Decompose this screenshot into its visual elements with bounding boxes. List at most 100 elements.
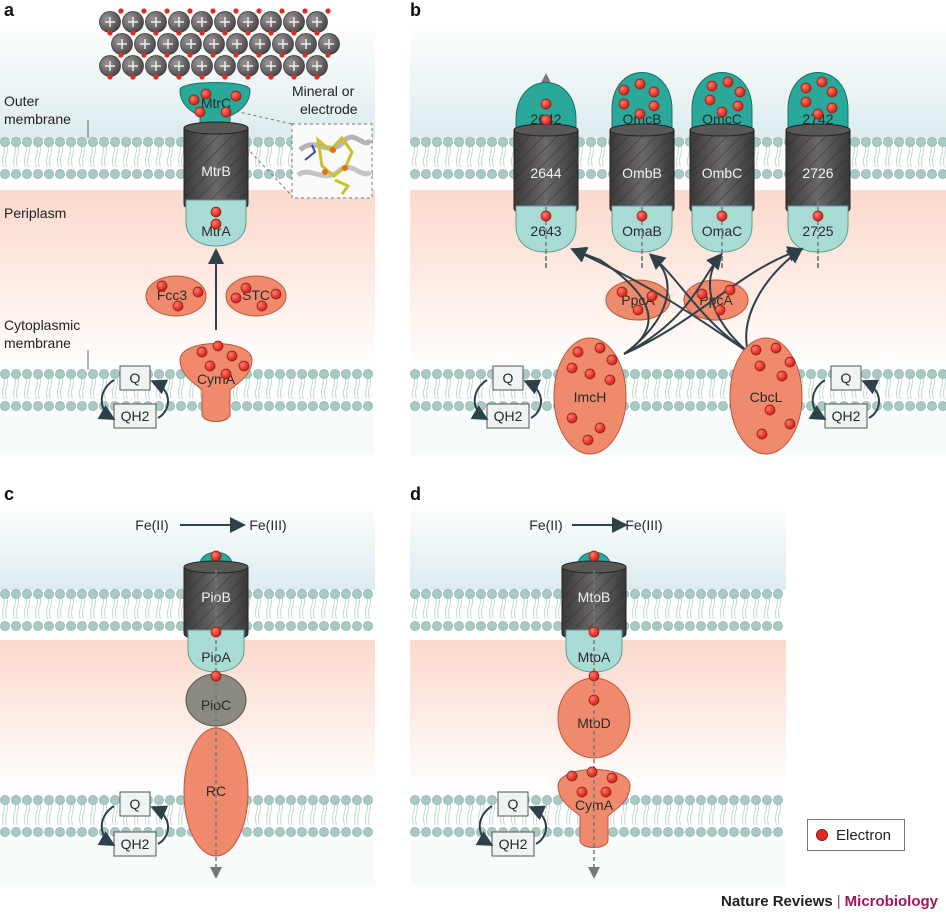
- outer-cytochrome-label: OmcC: [702, 111, 742, 127]
- fe2-label-d: Fe(II): [529, 517, 562, 533]
- electron: [220, 368, 232, 380]
- porin-label: OmbC: [702, 165, 742, 181]
- electron: [716, 106, 728, 118]
- fe2-label-c: Fe(II): [135, 517, 168, 533]
- electron: [588, 626, 600, 638]
- electron: [226, 350, 238, 362]
- panel-d: Fe(II) Fe(III) MtoB MtoA MtoD CymA Q QH2: [475, 517, 663, 879]
- electron: [586, 766, 598, 778]
- quinone-label-b: Q: [841, 370, 852, 386]
- electron: [172, 300, 184, 312]
- lipid-bilayer: [0, 589, 373, 631]
- electron: [576, 786, 588, 798]
- electron: [606, 772, 618, 784]
- electron: [540, 98, 552, 110]
- periplasm-label: Periplasm: [4, 205, 66, 221]
- panel-label-d: d: [410, 484, 421, 504]
- mtra-label: MtrA: [201, 223, 231, 239]
- quinol-label-c: QH2: [121, 836, 150, 852]
- electron: [230, 90, 242, 102]
- electron: [648, 86, 660, 98]
- journal-name: Nature Reviews: [721, 893, 833, 910]
- electron: [784, 418, 796, 430]
- mtod-label: MtoD: [577, 715, 610, 731]
- electron: [588, 550, 600, 562]
- mtrc-label: MtrC: [201, 95, 231, 111]
- quinone-box: [119, 365, 151, 391]
- panel-label-c: c: [4, 484, 14, 504]
- electron: [754, 360, 766, 372]
- electron: [616, 286, 628, 298]
- electron: [566, 362, 578, 374]
- porin-label: 2726: [802, 165, 833, 181]
- electron: [732, 100, 744, 112]
- mtrc-structure-inset: [291, 123, 373, 199]
- electron: [582, 434, 594, 446]
- electron: [600, 786, 612, 798]
- electron: [722, 76, 734, 88]
- quinol-box-c: [113, 831, 157, 857]
- electron: [238, 360, 250, 372]
- electron: [770, 342, 782, 354]
- electron: [734, 86, 746, 98]
- quinone-label: Q: [130, 370, 141, 386]
- quinone-label-b: Q: [503, 370, 514, 386]
- electron: [270, 288, 282, 300]
- electron: [188, 94, 200, 106]
- cyma-protein: [179, 343, 253, 422]
- mtob-label: MtoB: [578, 589, 611, 605]
- electron: [240, 282, 252, 294]
- electron: [706, 80, 718, 92]
- electron: [210, 626, 222, 638]
- electron: [716, 210, 728, 222]
- quinone-box-b: [830, 365, 862, 391]
- fe3-label-d: Fe(III): [625, 517, 662, 533]
- porin-label: 2644: [530, 165, 561, 181]
- electron: [204, 360, 216, 372]
- footer-separator: |: [836, 893, 841, 910]
- electron: [588, 694, 600, 706]
- cbcl-label: CbcL: [750, 389, 783, 405]
- quinol-label-d: QH2: [499, 836, 528, 852]
- fcc3-label: Fcc3: [157, 287, 188, 303]
- mineral-lattice: [99, 8, 340, 80]
- electron: [566, 770, 578, 782]
- fe3-label-c: Fe(III): [249, 517, 286, 533]
- electron: [776, 370, 788, 382]
- lipid-bilayer: [410, 137, 946, 179]
- electrons: [156, 76, 838, 798]
- electron: [764, 404, 776, 416]
- electron: [812, 108, 824, 120]
- electron: [212, 340, 224, 352]
- mtrb-label: MtrB: [201, 163, 231, 179]
- porin-cytochrome-complex: 274227262725: [785, 72, 851, 268]
- electron: [588, 670, 600, 682]
- quinol-box: [113, 403, 157, 429]
- electron: [192, 286, 204, 298]
- electron: [156, 280, 168, 292]
- quinol-label-b: QH2: [832, 408, 861, 424]
- cbcl-protein: [729, 337, 803, 455]
- electron: [800, 96, 812, 108]
- quinol-box-b: [486, 403, 530, 429]
- electron: [194, 106, 206, 118]
- electron: [584, 368, 596, 380]
- electron: [696, 288, 708, 300]
- electron: [800, 82, 812, 94]
- electron: [572, 346, 584, 358]
- electron: [724, 284, 736, 296]
- electron: [756, 428, 768, 440]
- quinone-box-c: [119, 791, 151, 817]
- stc-protein: [225, 275, 287, 317]
- electron: [210, 218, 222, 230]
- electron: [634, 78, 646, 90]
- quinol-box-b: [824, 403, 868, 429]
- panel-label-b: b: [410, 0, 421, 20]
- electron: [210, 206, 222, 218]
